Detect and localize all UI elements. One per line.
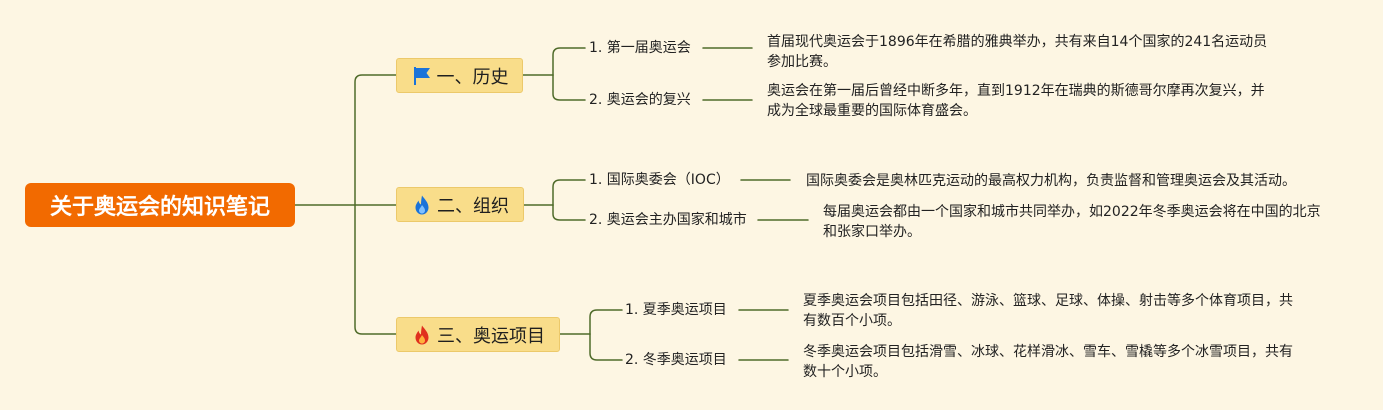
root-title: 关于奥运会的知识笔记: [49, 195, 270, 220]
note-winter-events[interactable]: 冬季奥运会项目包括滑雪、冰球、花样滑冰、雪车、雪橇等多个冰雪项目，共有数十个小项…: [803, 344, 1293, 380]
branch-history-label: 一、历史: [436, 66, 509, 88]
blue-flame-icon: [411, 194, 433, 216]
connector-events-to-winter: [589, 333, 623, 361]
subtopic-first-olympics[interactable]: 1. 第一届奥运会: [589, 40, 691, 56]
root-topic[interactable]: 关于奥运会的知识笔记: [25, 183, 295, 227]
connector-root-to-events: [354, 204, 397, 335]
subtopic-summer-events[interactable]: 1. 夏季奥运项目: [625, 302, 727, 318]
branch-organization[interactable]: 二、组织: [396, 187, 524, 222]
note-summer-events[interactable]: 夏季奥运会项目包括田径、游泳、篮球、足球、体操、射击等多个体育项目，共有数百个小…: [803, 293, 1293, 329]
subtopic-ioc[interactable]: 1. 国际奥委会（IOC）: [589, 172, 730, 188]
note-ioc[interactable]: 国际奥委会是奥林匹克运动的最高权力机构，负责监督和管理奥运会及其活动。: [806, 173, 1296, 189]
branch-events-label: 三、奥运项目: [437, 325, 545, 347]
branch-events[interactable]: 三、奥运项目: [396, 317, 560, 352]
connector-organization-to-ioc: [552, 179, 586, 206]
connector-events-to-summer: [589, 309, 623, 335]
subtopic-olympics-revival[interactable]: 2. 奥运会的复兴: [589, 92, 691, 108]
note-host-countries-cities[interactable]: 每届奥运会都由一个国家和城市共同举办，如2022年冬季奥运会将在中国的北京和张家…: [823, 204, 1321, 240]
connector-organization-to-hosts: [552, 204, 586, 221]
blue-flag-icon: [411, 65, 433, 87]
branch-organization-label: 二、组织: [437, 195, 509, 217]
connector-history-to-revival: [552, 74, 586, 101]
red-flame-icon: [411, 324, 433, 346]
connector-history-to-first: [552, 47, 586, 76]
subtopic-winter-events[interactable]: 2. 冬季奥运项目: [625, 352, 727, 368]
connector-root-to-history: [354, 74, 397, 206]
note-first-olympics[interactable]: 首届现代奥运会于1896年在希腊的雅典举办，共有来自14个国家的241名运动员参…: [767, 34, 1268, 70]
note-olympics-revival[interactable]: 奥运会在第一届后曾经中断多年，直到1912年在瑞典的斯德哥尔摩再次复兴，并成为全…: [767, 83, 1265, 119]
subtopic-host-countries-cities[interactable]: 2. 奥运会主办国家和城市: [589, 212, 747, 228]
branch-history[interactable]: 一、历史: [396, 58, 523, 93]
